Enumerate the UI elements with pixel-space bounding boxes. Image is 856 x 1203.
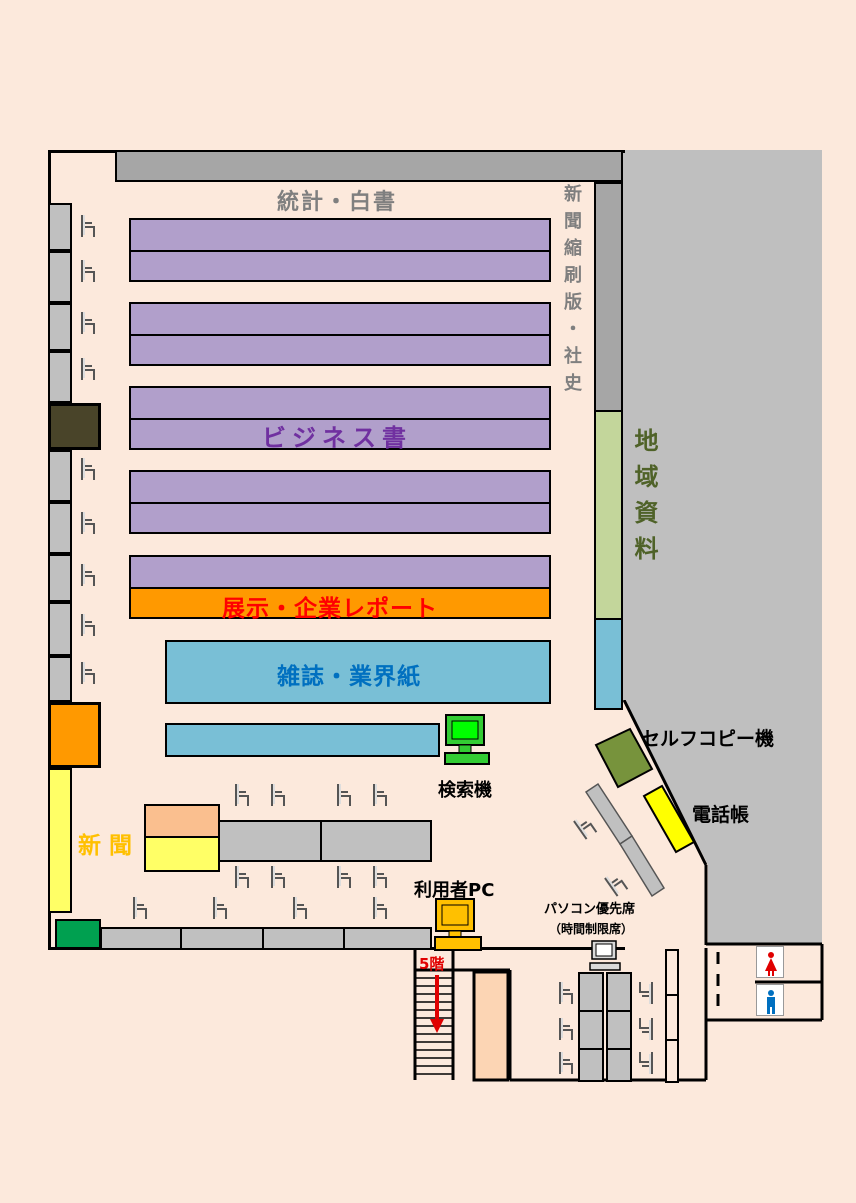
shelf [129, 555, 551, 589]
chair-icon [639, 1052, 653, 1074]
down-arrow-icon [430, 975, 444, 1033]
shelf [129, 470, 551, 504]
search-terminal-label: 検索機 [438, 780, 492, 801]
shelf [129, 386, 551, 420]
orange-cabinet [48, 702, 101, 768]
left-panel [48, 351, 72, 403]
chair-icon [81, 512, 95, 534]
pc-desk [606, 1048, 632, 1082]
self-copy-label: セルフコピー機 [641, 728, 775, 750]
left-panel [48, 602, 72, 656]
phone-books-label: 電話帳 [692, 804, 750, 826]
left-panel [48, 251, 72, 303]
left-panel [48, 450, 72, 502]
chair-icon [81, 260, 95, 282]
chair-icon [559, 1018, 573, 1040]
statistics-label: 統計・白書 [277, 190, 398, 215]
computer-icon [444, 714, 490, 765]
shelf [129, 502, 551, 534]
bottom-shelf [100, 927, 182, 950]
lower-area-walls [413, 942, 824, 1083]
exhibits-reports-label: 展示・企業レポート [222, 596, 438, 622]
chair-icon [81, 358, 95, 380]
chair-icon [81, 564, 95, 586]
male-restroom-icon [756, 984, 784, 1016]
shelf [129, 334, 551, 366]
magazines-label: 雑誌・業界紙 [277, 664, 421, 690]
chair-icon [373, 784, 387, 806]
top-shelf-strip [115, 150, 623, 182]
shelf [129, 418, 551, 450]
chair-icon [81, 215, 95, 237]
chair-icon [639, 982, 653, 1004]
chair-icon [81, 662, 95, 684]
chair-icon [271, 866, 285, 888]
chair-icon [337, 866, 351, 888]
user-pc-label: 利用者PC [414, 880, 495, 901]
female-restroom-icon [756, 946, 784, 978]
table [320, 820, 432, 862]
newspapers-label: 新聞 [78, 833, 140, 859]
left-panel [48, 303, 72, 351]
computer-icon [589, 940, 621, 971]
pc-desk [578, 1048, 604, 1082]
pc-desk [578, 972, 604, 1012]
pc-desk [578, 1010, 604, 1050]
chair-icon [235, 866, 249, 888]
pc-desk [606, 972, 632, 1012]
left-panel [48, 656, 72, 702]
pc-priority-desks [584, 782, 666, 898]
chair-icon [604, 876, 629, 897]
table [218, 820, 322, 862]
left-panel [48, 554, 72, 602]
exhibit-shelf [129, 587, 551, 619]
bottom-shelf [343, 927, 432, 950]
newspaper-rack [48, 768, 72, 913]
computer-icon [434, 898, 482, 951]
chair-icon [213, 897, 227, 919]
chair-icon [373, 897, 387, 919]
self-copy-machine [594, 727, 654, 789]
chair-icon [639, 1018, 653, 1040]
bottom-shelf [180, 927, 264, 950]
phone-book-shelf [642, 784, 696, 854]
right-vertical-shelf [594, 182, 623, 412]
regional-blue-shelf [594, 618, 623, 710]
time-limited-label: （時間制限席） [549, 922, 634, 936]
chair-icon [293, 897, 307, 919]
table-yellow [144, 836, 220, 872]
chair-icon [271, 784, 285, 806]
chair-icon [81, 458, 95, 480]
chair-icon [573, 819, 598, 840]
magazine-shelf [165, 640, 551, 704]
chair-icon [559, 982, 573, 1004]
newspaper-archive-label: 新聞縮刷版・社史 [561, 184, 582, 400]
left-panel [48, 203, 72, 251]
chair-icon [81, 614, 95, 636]
shelf [129, 302, 551, 336]
table-orange [144, 804, 220, 838]
chair-icon [133, 897, 147, 919]
shelf [129, 250, 551, 282]
bottom-shelf [262, 927, 345, 950]
chair-icon [559, 1052, 573, 1074]
business-books-label: ビジネス書 [262, 424, 412, 452]
floor-5-label: 5階 [419, 955, 445, 973]
pc-priority-label: パソコン優先席 [544, 902, 636, 917]
shelf [129, 218, 551, 252]
chair-icon [235, 784, 249, 806]
dark-cabinet [48, 403, 101, 450]
green-cabinet [55, 919, 101, 949]
magazine-shelf-small [165, 723, 440, 757]
regional-materials-label: 地域資料 [630, 428, 658, 572]
regional-shelf [594, 410, 623, 620]
left-panel [48, 502, 72, 554]
chair-icon [337, 784, 351, 806]
chair-icon [81, 312, 95, 334]
pc-desk [606, 1010, 632, 1050]
chair-icon [373, 866, 387, 888]
